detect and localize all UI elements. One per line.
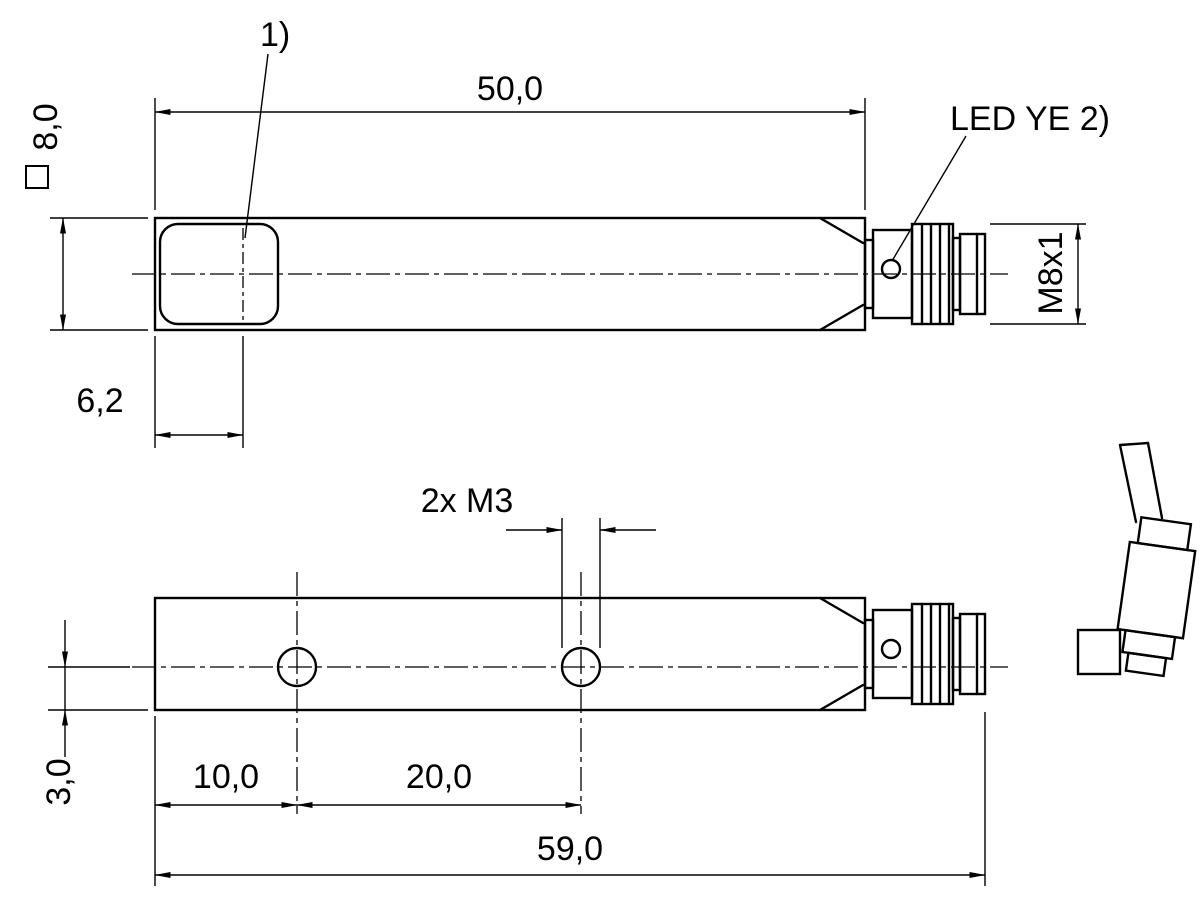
leader-line <box>891 135 967 262</box>
sensor-body-outline <box>153 596 867 712</box>
side-view: 50,0 1) LED YE 2) 8,0 6,2 M8x1 <box>25 16 1110 448</box>
dim-hole-center-offset: 3,0 <box>40 758 78 805</box>
housing-body <box>1116 540 1197 640</box>
cable-edge <box>1146 441 1164 520</box>
body-transition-chamfer <box>818 303 865 332</box>
cable-connector-detail <box>1076 441 1197 678</box>
led-label: LED YE 2) <box>950 100 1110 138</box>
body-transition-chamfer <box>818 596 865 625</box>
housing-tip <box>1124 651 1168 678</box>
mating-face <box>1076 628 1122 676</box>
cable-cut-end <box>1118 441 1150 447</box>
mounting-holes-label: 2x M3 <box>421 482 514 520</box>
top-view: 2x M3 3,0 10,0 20,0 59,0 <box>40 482 1008 886</box>
connector-housing <box>1116 515 1197 678</box>
active-sensing-face <box>158 222 280 326</box>
dim-overall-length: 59,0 <box>537 830 603 868</box>
body-transition-chamfer <box>818 683 865 712</box>
cable-edge <box>1118 443 1138 524</box>
dim-body-length: 50,0 <box>477 70 543 108</box>
dim-hole-spacing: 20,0 <box>406 758 472 796</box>
note-1-label: 1) <box>260 16 290 54</box>
leader-line <box>244 53 269 239</box>
m8-connector-top <box>863 602 987 706</box>
mounting-hole-1 <box>276 646 318 688</box>
dim-cross-section: 8,0 <box>27 103 65 150</box>
thread-size-label: M8x1 <box>1032 231 1070 314</box>
square-section-icon <box>25 165 49 189</box>
body-transition-chamfer <box>818 216 865 245</box>
mounting-hole-2 <box>560 646 602 688</box>
dim-first-hole-distance: 10,0 <box>193 758 259 796</box>
dim-active-face-width: 6,2 <box>76 382 123 420</box>
